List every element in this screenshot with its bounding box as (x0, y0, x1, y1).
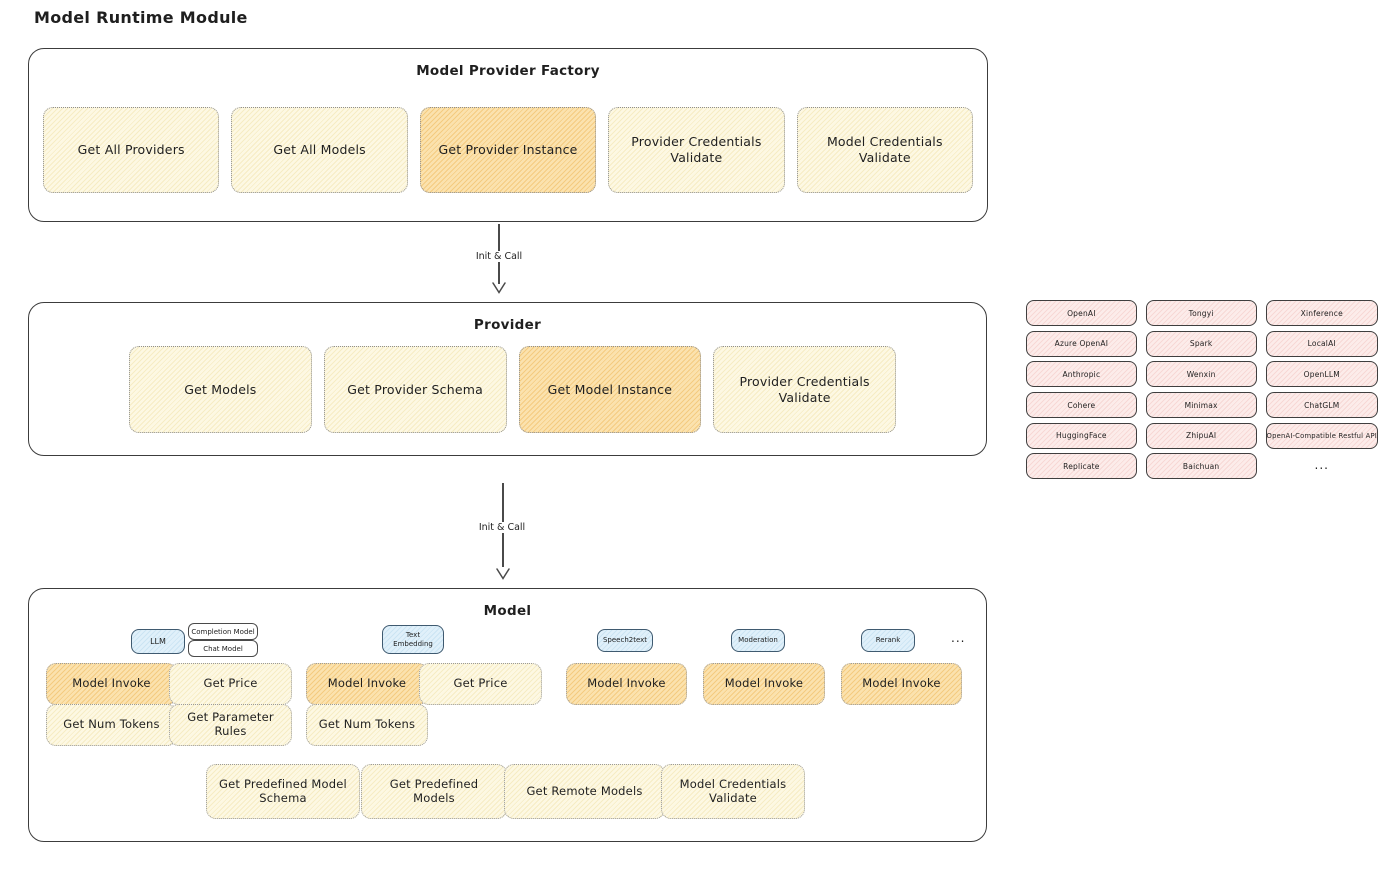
arrowhead-down-icon (492, 282, 506, 294)
model-invoke-shape: Model Invoke (46, 663, 177, 705)
provider-chip: HuggingFace (1026, 422, 1137, 449)
get-all-providers-shape: Get All Providers (43, 107, 220, 193)
get-parameter-rules-shape: Get Parameter Rules (169, 704, 292, 746)
provider-chip: Wenxin (1145, 361, 1257, 388)
tag-moderation: Moderation (731, 629, 785, 652)
provider-button-row: Get Models Get Provider Schema Get Model… (129, 346, 896, 433)
provider-credentials-validate-shape: Provider Credentials Validate (608, 107, 785, 193)
factory-box: Model Provider Factory Get All Providers… (28, 48, 988, 222)
tag-llm: LLM (131, 629, 185, 654)
get-remote-models-shape: Get Remote Models (504, 764, 665, 819)
tag-speech2text: Speech2text (597, 629, 653, 652)
provider-chip: OpenAI (1026, 300, 1137, 326)
factory-box-title: Model Provider Factory (416, 63, 600, 79)
tag-text-embedding: Text Embedding (382, 625, 444, 654)
get-models-shape: Get Models (129, 346, 312, 433)
provider-box: Provider Get Models Get Provider Schema … (28, 302, 987, 456)
provider-chip: Replicate (1026, 453, 1137, 480)
provider-chip: Spark (1145, 330, 1257, 357)
provider-chip: Tongyi (1145, 300, 1257, 326)
model-invoke-shape: Model Invoke (306, 663, 428, 705)
model-invoke-shape: Model Invoke (841, 663, 962, 705)
provider-list: OpenAI Tongyi Xinference Azure OpenAI Sp… (1026, 300, 1378, 480)
model-box-title: Model (483, 603, 532, 619)
model-credentials-validate-shape-3: Model Credentials Validate (661, 764, 805, 819)
tag-completion-model: Completion Model (188, 623, 258, 640)
provider-chip: OpenAI-Compatible Restful API (1265, 422, 1378, 449)
arrowhead-down-icon (496, 568, 510, 580)
provider-chip: OpenLLM (1265, 361, 1378, 388)
page-title: Model Runtime Module (34, 8, 248, 27)
provider-chip: ChatGLM (1265, 392, 1378, 419)
provider-list-ellipsis: ... (1314, 458, 1329, 473)
get-predefined-models-shape: Get Predefined Models (361, 764, 507, 819)
get-provider-schema-shape: Get Provider Schema (323, 346, 507, 433)
factory-button-row: Get All Providers Get All Models Get Pro… (43, 107, 974, 193)
get-num-tokens-shape: Get Num Tokens (46, 704, 177, 746)
model-credentials-validate-shape: Model Credentials Validate (796, 107, 974, 193)
provider-chip: LocalAI (1265, 330, 1378, 357)
get-num-tokens-shape: Get Num Tokens (306, 704, 428, 746)
provider-chip: Xinference (1265, 300, 1378, 326)
provider-chip: ZhipuAI (1145, 422, 1257, 449)
provider-chip: Azure OpenAI (1026, 330, 1137, 357)
model-invoke-shape: Model Invoke (703, 663, 825, 705)
provider-credentials-validate-shape-2: Provider Credentials Validate (713, 346, 896, 433)
model-box: Model LLM Completion Model Chat Model Te… (28, 588, 987, 842)
provider-chip: Anthropic (1026, 361, 1137, 388)
provider-chip: Cohere (1026, 392, 1137, 419)
get-predefined-model-schema-shape: Get Predefined Model Schema (206, 764, 360, 819)
arrow-label-init-call-1: Init & Call (471, 251, 527, 262)
get-all-models-shape: Get All Models (231, 107, 408, 193)
model-types-ellipsis: ... (951, 631, 966, 645)
provider-chip: Baichuan (1145, 453, 1257, 480)
get-provider-instance-shape: Get Provider Instance (419, 107, 597, 193)
get-model-instance-shape: Get Model Instance (518, 346, 702, 433)
get-price-shape: Get Price (419, 663, 542, 705)
tag-chat-model: Chat Model (188, 640, 258, 657)
tag-rerank: Rerank (861, 629, 915, 652)
get-price-shape: Get Price (169, 663, 292, 705)
provider-box-title: Provider (473, 317, 542, 333)
provider-chip: Minimax (1145, 392, 1257, 419)
arrow-label-init-call-2: Init & Call (474, 522, 530, 533)
model-invoke-shape: Model Invoke (566, 663, 687, 705)
